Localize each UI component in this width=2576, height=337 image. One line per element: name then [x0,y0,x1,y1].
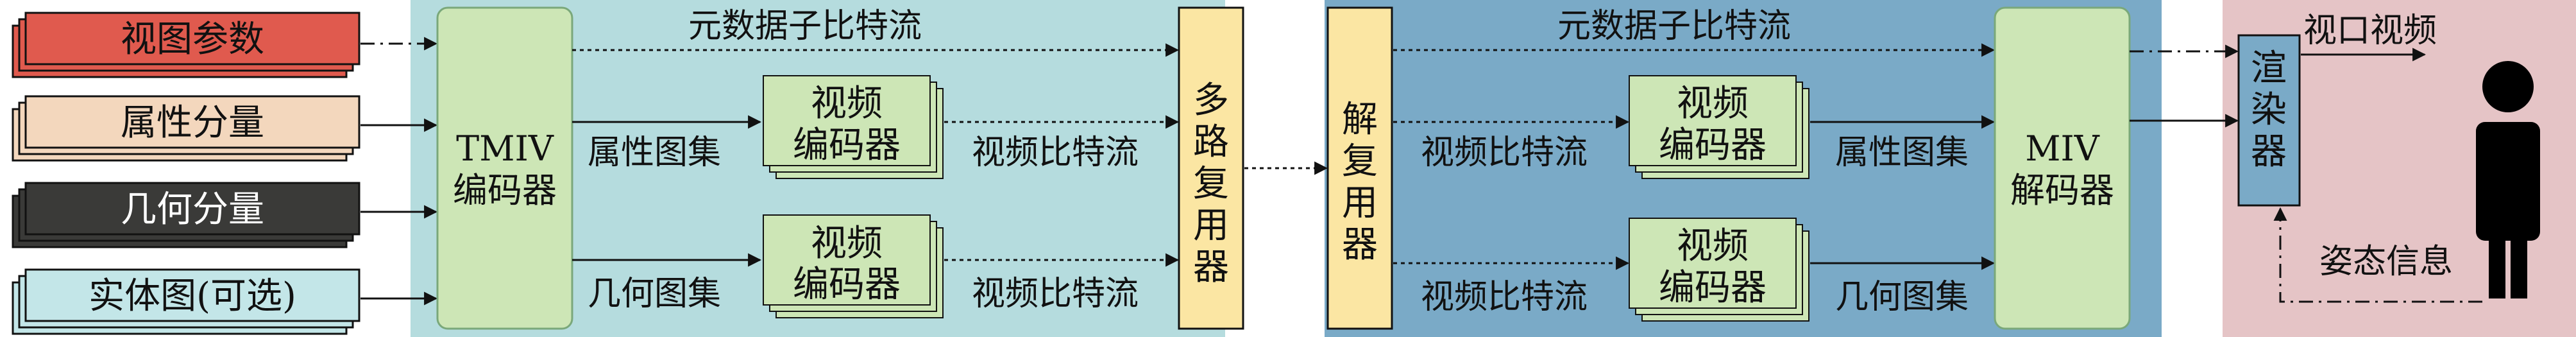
mux-char-1: 路 [1193,121,1229,163]
arrow-pose-info [2273,207,2482,303]
video-stream-enc-bottom-label: 视频比特流 [972,275,1139,313]
mux-box: 多 路 复 用 器 [1178,6,1244,330]
demux-char-0: 解 [1342,99,1378,141]
demux-char-1: 复 [1342,141,1378,182]
geo-atlas-encoder-label: 几何图集 [588,275,721,313]
renderer-box: 渲 染 器 [2237,34,2301,207]
input-view-params-label: 视图参数 [121,19,264,60]
demux-char-3: 器 [1342,224,1378,266]
video-decoder-top-line1: 视频 [1677,83,1749,125]
video-encoder-top: 视频 编码器 [763,75,944,179]
video-encoder-bottom-line1: 视频 [811,223,883,264]
input-attribute-label: 属性分量 [121,102,264,144]
input-attribute: 属性分量 [12,95,360,162]
geo-atlas-decoder-label: 几何图集 [1835,278,1969,316]
demux-box: 解 复 用 器 [1326,6,1393,330]
video-stream-dec-top-label: 视频比特流 [1421,134,1588,172]
tmiv-encoder-line2: 编码器 [453,170,557,211]
miv-decoder-line2: 解码器 [2010,170,2114,211]
render-char-2: 器 [2251,131,2287,173]
mux-char-0: 多 [1193,80,1229,121]
attr-atlas-decoder-label: 属性图集 [1835,134,1969,172]
input-entity: 实体图(可选) [12,268,360,335]
person-icon [2476,61,2540,298]
mux-char-3: 用 [1193,205,1229,246]
mux-char-4: 器 [1193,246,1229,288]
render-char-1: 染 [2251,89,2287,131]
metadata-stream-encoder-label: 元数据子比特流 [688,7,922,46]
video-encoder-top-line1: 视频 [811,83,883,125]
input-entity-label: 实体图(可选) [89,275,296,317]
miv-decoder-line1: MIV [2025,128,2100,169]
tmiv-encoder-box: TMIV 编码器 [436,6,573,330]
metadata-stream-decoder-label: 元数据子比特流 [1557,7,1791,46]
viewport-video-label: 视口视频 [2303,12,2437,50]
video-decoder-bottom-line1: 视频 [1677,225,1749,267]
mux-char-2: 复 [1193,163,1229,205]
input-geometry: 几何分量 [12,182,360,248]
video-stream-dec-bottom-label: 视频比特流 [1421,278,1588,316]
demux-char-2: 用 [1342,182,1378,224]
video-stream-enc-top-label: 视频比特流 [972,134,1139,172]
video-decoder-top: 视频 编码器 [1629,75,1809,179]
render-char-0: 渲 [2251,48,2287,89]
video-decoder-bottom-line2: 编码器 [1659,267,1767,309]
input-view-params: 视图参数 [12,12,360,78]
video-encoder-top-line2: 编码器 [793,125,901,166]
input-geometry-label: 几何分量 [121,189,264,230]
attr-atlas-encoder-label: 属性图集 [588,134,721,172]
miv-decoder-box: MIV 解码器 [1994,6,2131,330]
video-decoder-bottom: 视频 编码器 [1629,218,1809,322]
video-decoder-top-line2: 编码器 [1659,125,1767,166]
video-encoder-bottom: 视频 编码器 [763,214,944,318]
tmiv-encoder-line1: TMIV [456,128,554,169]
video-encoder-bottom-line2: 编码器 [793,264,901,306]
pose-info-label: 姿态信息 [2319,243,2453,281]
